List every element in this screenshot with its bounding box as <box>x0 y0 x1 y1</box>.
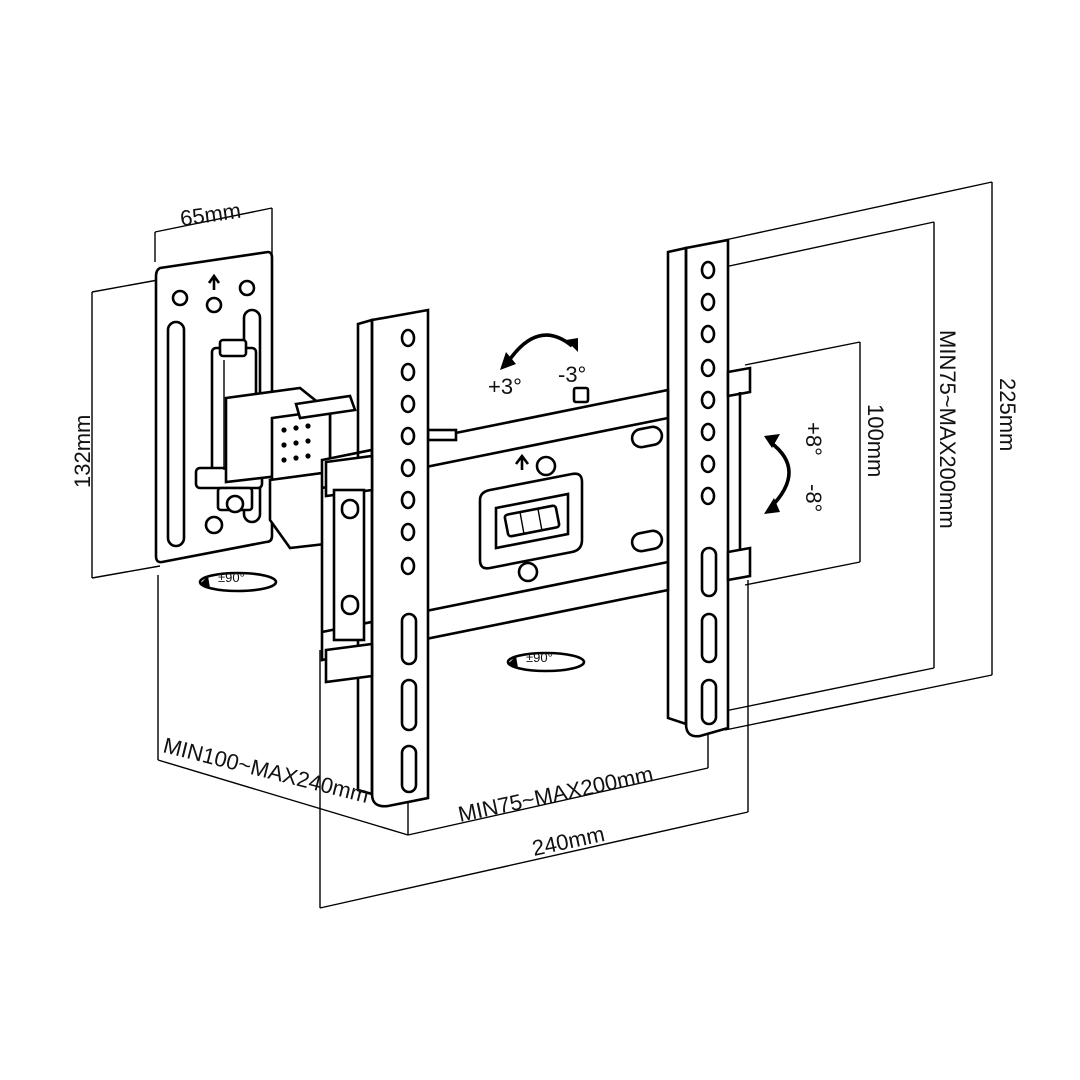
rail-right <box>666 238 752 738</box>
label-tilt-minus: -8° <box>801 484 826 512</box>
dimension-lines <box>91 181 993 909</box>
rail-left <box>324 308 430 808</box>
label-rotate-minus: -3° <box>558 362 586 387</box>
label-plate-width: 65mm <box>178 198 242 231</box>
rail-right-holes <box>700 260 718 726</box>
label-rotate-plus: +3° <box>488 374 522 399</box>
swivel-head-arrow <box>506 651 586 673</box>
arm-rivets <box>281 423 311 463</box>
label-overall-height: 225mm <box>995 378 1020 451</box>
label-overall-width: 240mm <box>530 821 607 861</box>
label-plate-height: 132mm <box>70 415 95 488</box>
rotate-arrow <box>500 333 578 370</box>
tilt-arrow <box>764 434 791 514</box>
label-tilt-plus: +8° <box>801 422 826 456</box>
label-swivel-head: ±90° <box>526 650 553 665</box>
swivel-wall-arrow <box>198 571 278 593</box>
label-vertical-vesa: MIN75~MAX200mm <box>935 330 960 529</box>
label-horizontal-vesa: MIN75~MAX200mm <box>456 761 656 827</box>
rail-left-holes <box>400 328 418 794</box>
label-swivel-wall: ±90° <box>218 570 245 585</box>
label-rail-spacing: 100mm <box>863 404 888 477</box>
